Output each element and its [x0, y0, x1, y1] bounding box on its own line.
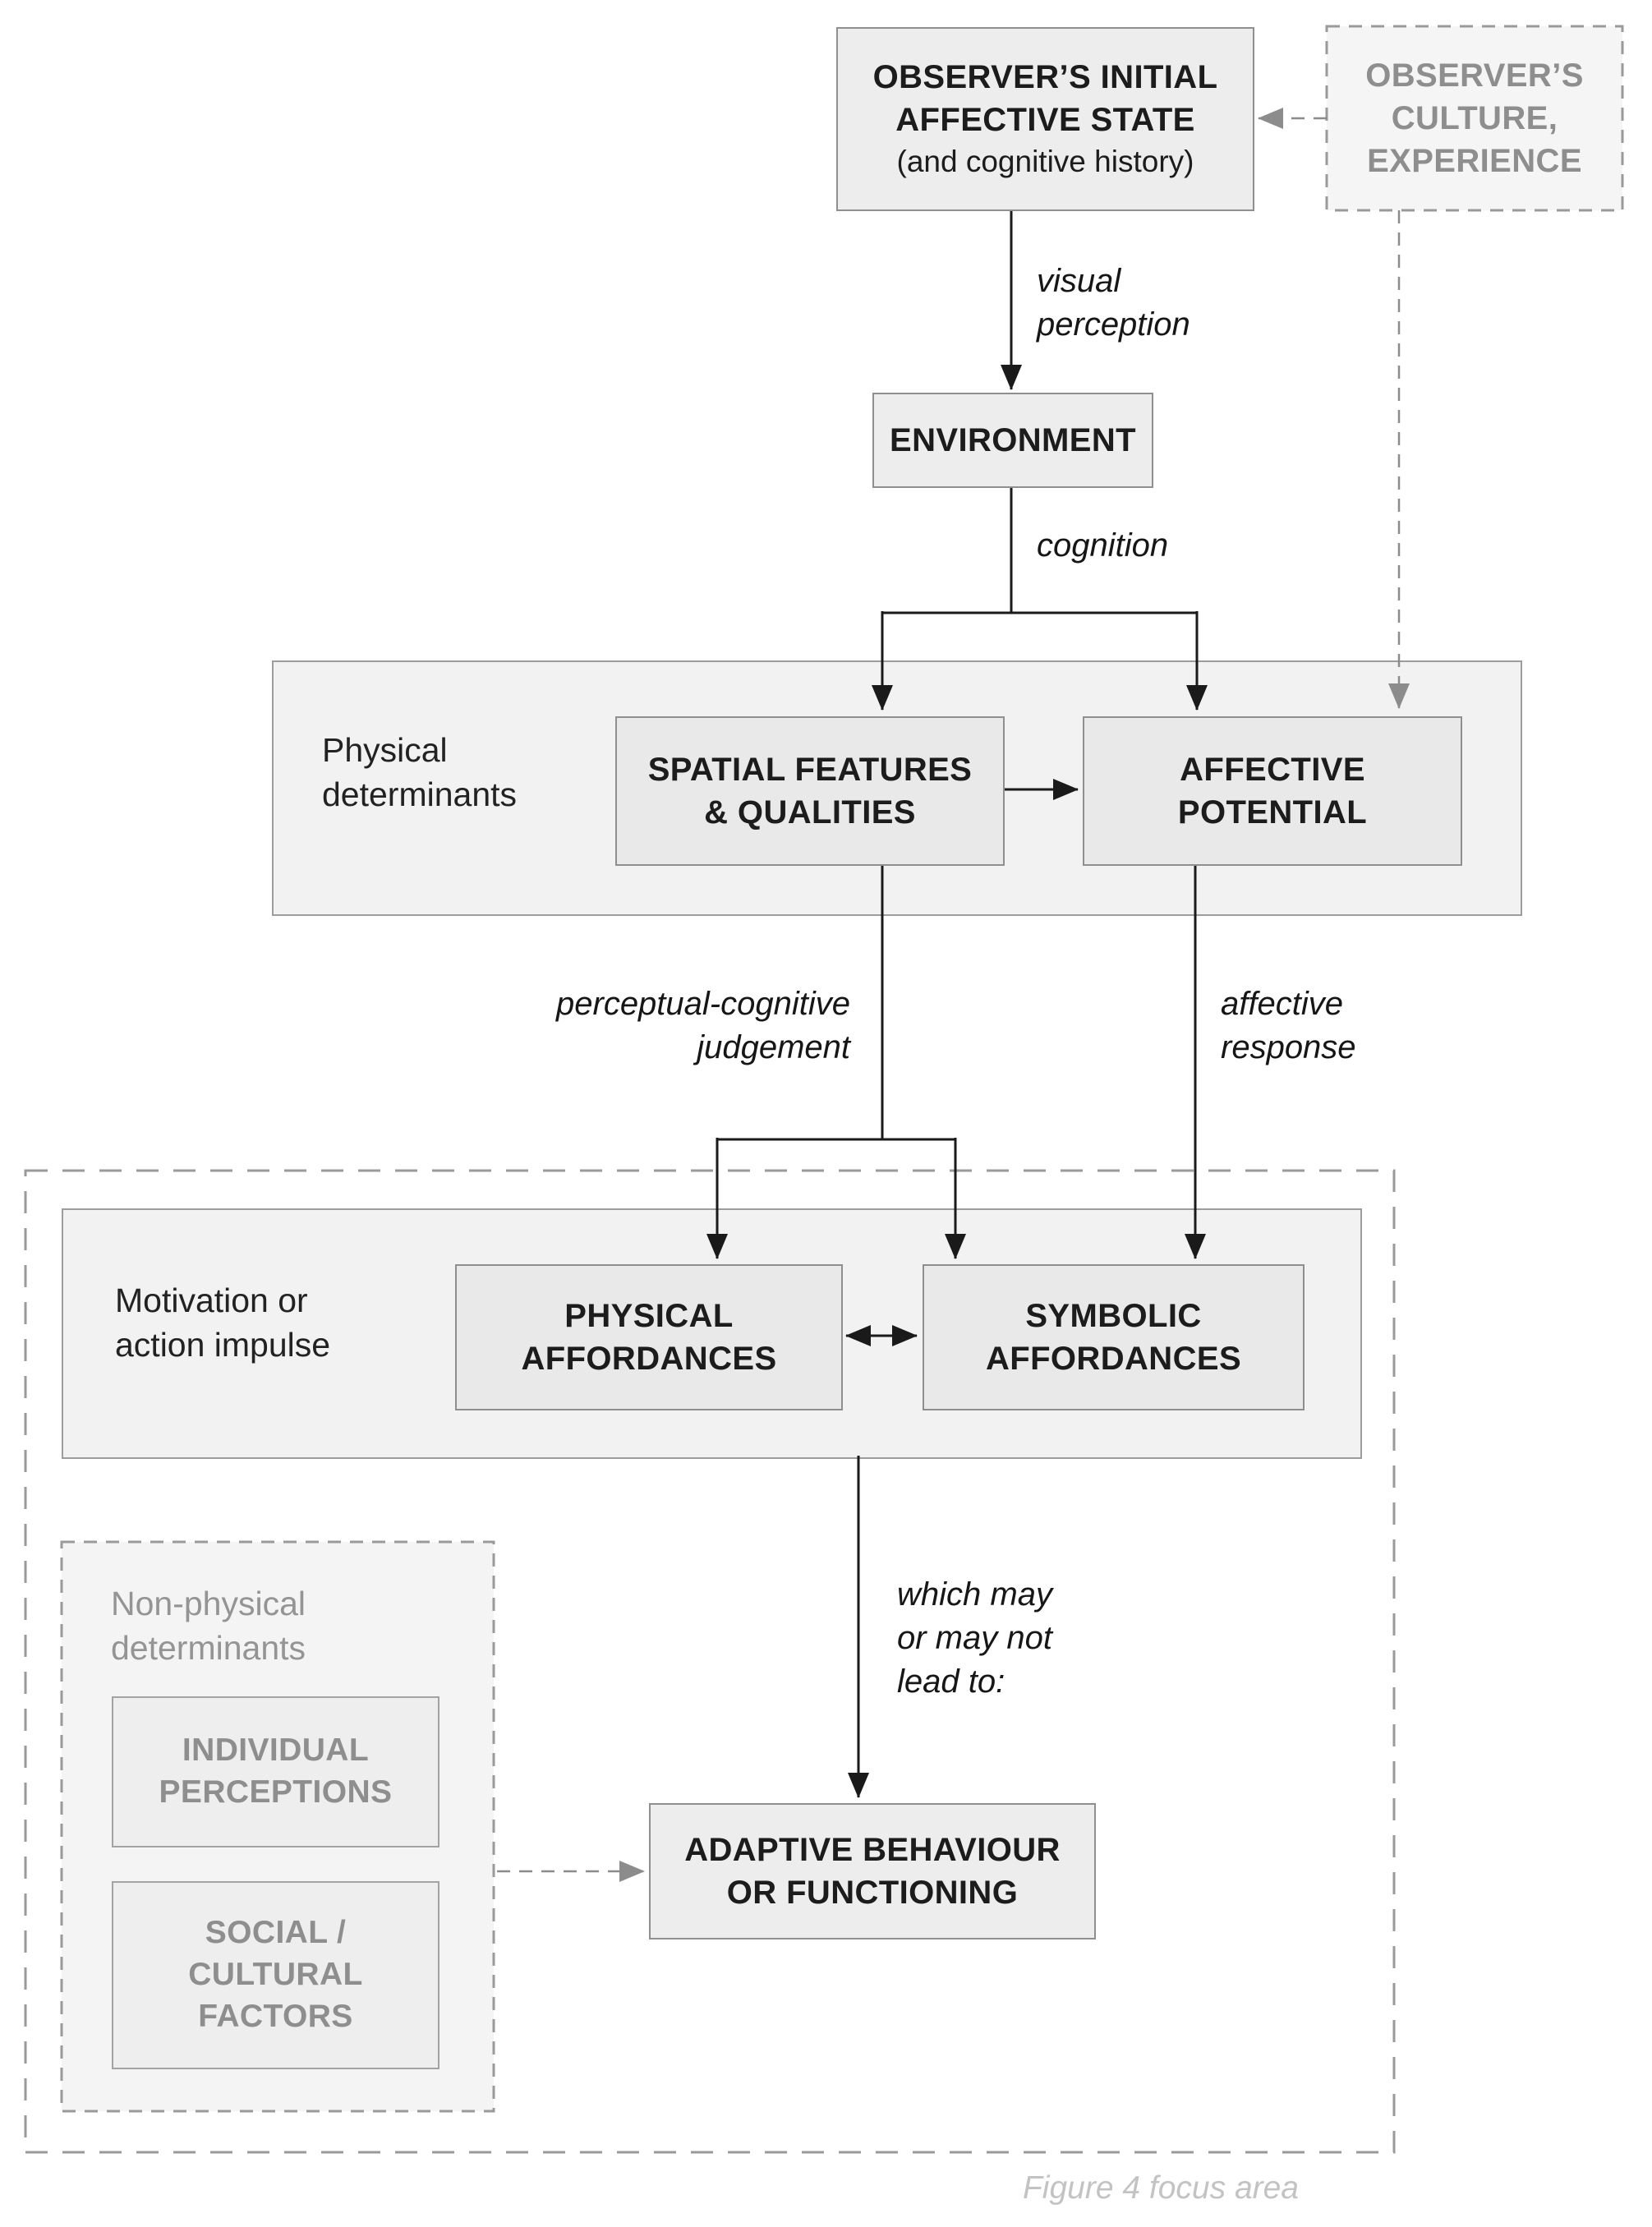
- node-label-line: OBSERVER’S INITIAL: [872, 59, 1218, 96]
- node-adaptive-behaviour: ADAPTIVE BEHAVIOUR OR FUNCTIONING: [649, 1803, 1096, 1939]
- edge-label-affective-response: affective response: [1221, 982, 1356, 1070]
- edge-label-line: which may: [897, 1576, 1052, 1613]
- node-label-line: AFFECTIVE: [1180, 752, 1365, 788]
- panel-label-line: Physical: [322, 731, 448, 769]
- node-label-line: CULTURAL: [188, 1957, 363, 1993]
- edge-label-line: or may not: [897, 1620, 1052, 1657]
- physical-determinants-label: Physical determinants: [322, 728, 517, 817]
- node-label-line: ADAPTIVE BEHAVIOUR: [684, 1832, 1061, 1868]
- node-label-line: AFFECTIVE STATE: [895, 102, 1195, 139]
- motivation-label: Motivation or action impulse: [115, 1278, 330, 1367]
- node-label-line: AFFORDANCES: [985, 1341, 1242, 1377]
- node-affective-potential: AFFECTIVE POTENTIAL: [1083, 716, 1462, 866]
- node-physical-affordances: PHYSICAL AFFORDANCES: [455, 1264, 843, 1410]
- node-label-line: ENVIRONMENT: [890, 422, 1136, 458]
- edge-label-line: visual: [1037, 263, 1121, 299]
- node-observers-culture-experience: OBSERVER’S CULTURE, EXPERIENCE: [1327, 26, 1622, 210]
- nonphysical-determinants-label: Non-physical determinants: [111, 1581, 306, 1670]
- node-label-line: AFFORDANCES: [521, 1341, 777, 1377]
- panel-label-line: determinants: [111, 1629, 306, 1668]
- node-environment: ENVIRONMENT: [872, 393, 1153, 488]
- node-symbolic-affordances: SYMBOLIC AFFORDANCES: [923, 1264, 1305, 1410]
- panel-label-line: determinants: [322, 775, 518, 814]
- node-label-line: SYMBOLIC: [1025, 1298, 1202, 1334]
- panel-label-line: action impulse: [115, 1326, 331, 1364]
- panel-label-line: Non-physical: [111, 1585, 306, 1622]
- edge-label-line: cognition: [1037, 527, 1169, 564]
- node-label-line: SOCIAL /: [205, 1915, 347, 1951]
- edge-label-visual-perception: visual perception: [1037, 260, 1190, 347]
- edge-label-line: perceptual-cognitive: [556, 986, 850, 1022]
- node-label-line: OR FUNCTIONING: [726, 1875, 1019, 1911]
- node-social-cultural-factors: SOCIAL / CULTURAL FACTORS: [112, 1881, 439, 2069]
- edge-label-line: judgement: [697, 1029, 850, 1066]
- node-spatial-features-qualities: SPATIAL FEATURES & QUALITIES: [615, 716, 1005, 866]
- node-label-line: PHYSICAL: [564, 1298, 734, 1334]
- edge-label-line: lead to:: [897, 1663, 1005, 1700]
- edge-label-line: response: [1221, 1029, 1356, 1066]
- edge-label-judgement: perceptual-cognitive judgement: [556, 982, 850, 1070]
- node-label-line: SPATIAL FEATURES: [647, 752, 973, 788]
- node-observer-initial-affective-state: OBSERVER’S INITIAL AFFECTIVE STATE (and …: [836, 27, 1254, 211]
- edge-label-line: perception: [1037, 306, 1190, 343]
- edge-label-which-may-lead-to: which may or may not lead to:: [897, 1573, 1052, 1705]
- node-label-line: PERCEPTIONS: [159, 1774, 393, 1810]
- node-individual-perceptions: INDIVIDUAL PERCEPTIONS: [112, 1696, 439, 1847]
- node-label-line: EXPERIENCE: [1367, 143, 1582, 179]
- edge-label-line: affective: [1221, 986, 1343, 1022]
- node-label-line: POTENTIAL: [1177, 794, 1368, 831]
- panel-label-line: Motivation or: [115, 1281, 308, 1319]
- figure-caption: Figure 4 focus area: [1022, 2170, 1299, 2206]
- node-label-line: OBSERVER’S: [1365, 58, 1584, 94]
- node-label-line: FACTORS: [198, 1998, 353, 2034]
- node-label-line: INDIVIDUAL: [182, 1732, 370, 1769]
- node-label-line: & QUALITIES: [704, 794, 916, 831]
- node-sublabel-line: (and cognitive history): [896, 145, 1194, 179]
- edge-label-cognition: cognition: [1037, 524, 1168, 568]
- node-label-line: CULTURE,: [1391, 100, 1558, 136]
